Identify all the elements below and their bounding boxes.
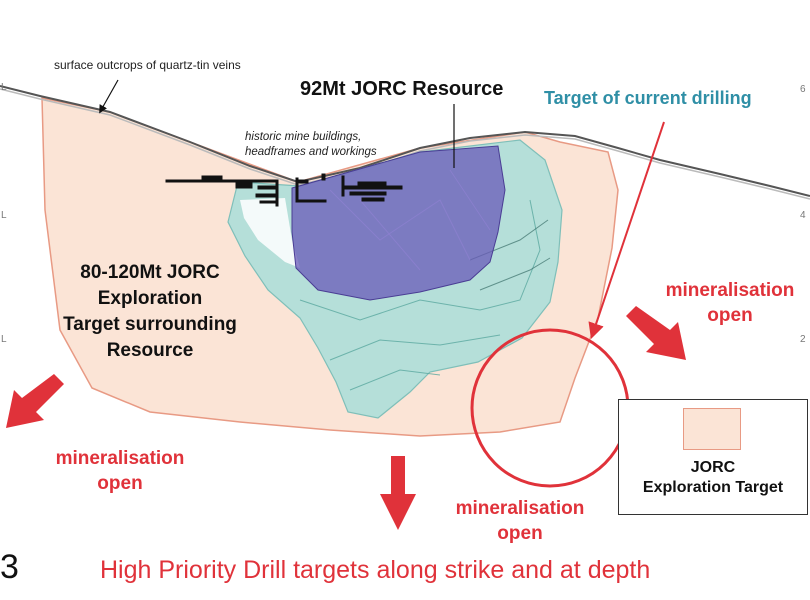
legend-swatch-exploration-target [683, 408, 741, 450]
exploration-target-line-4: Resource [106, 340, 194, 361]
left-tick-2: L [1, 210, 7, 221]
left-tick-1: L [1, 82, 7, 93]
mineralisation-open-left: mineralisation open [40, 446, 200, 496]
mineralisation-open-center-line-2: open [497, 523, 543, 544]
mineralisation-open-center: mineralisation open [440, 496, 600, 546]
right-tick-3: 2 [800, 334, 806, 345]
right-tick-2: 4 [800, 210, 806, 221]
exploration-target-line-2: Exploration [97, 288, 203, 309]
mineralisation-open-right: mineralisation open [650, 278, 810, 328]
legend-box: JORC Exploration Target [618, 399, 808, 515]
historic-mine-label-2: headframes and workings [245, 146, 377, 158]
mineralisation-open-left-line-1: mineralisation [55, 448, 185, 469]
exploration-target-line-3: Target surrounding [63, 314, 237, 335]
jorc-resource-body [291, 145, 506, 301]
mineralisation-open-center-line-1: mineralisation [455, 498, 585, 519]
exploration-target-label: 80-120Mt JORC Exploration Target surroun… [30, 260, 270, 364]
legend-label-line-2: Exploration Target [642, 479, 784, 496]
bottom-caption: High Priority Drill targets along strike… [100, 556, 651, 584]
arrow-down-icon [380, 456, 416, 530]
corner-numeral: 3 [0, 548, 19, 586]
mineralisation-open-right-line-1: mineralisation [665, 280, 795, 301]
halo-interior [240, 198, 300, 268]
mineralisation-open-right-line-2: open [707, 305, 753, 326]
resource-title: 92Mt JORC Resource [300, 78, 504, 100]
target-current-drilling-label: Target of current drilling [544, 88, 752, 108]
surface-outcrops-label: surface outcrops of quartz-tin veins [54, 58, 241, 72]
historic-mine-workings [165, 173, 403, 207]
right-tick-1: 6 [800, 84, 806, 95]
arrow-down-left-icon [6, 374, 64, 428]
mineralisation-open-left-line-2: open [97, 473, 143, 494]
legend-label: JORC Exploration Target [619, 458, 807, 498]
ground-surface-line [0, 85, 810, 197]
exploration-target-line-1: 80-120Mt JORC [80, 262, 220, 283]
arrow-down-right-icon [626, 306, 686, 360]
outcrop-pointer [99, 79, 119, 114]
legend-label-line-1: JORC [690, 459, 736, 476]
historic-mine-label-1: historic mine buildings, [245, 131, 362, 143]
left-tick-3: L [1, 334, 7, 345]
drilling-pointer [588, 121, 665, 340]
